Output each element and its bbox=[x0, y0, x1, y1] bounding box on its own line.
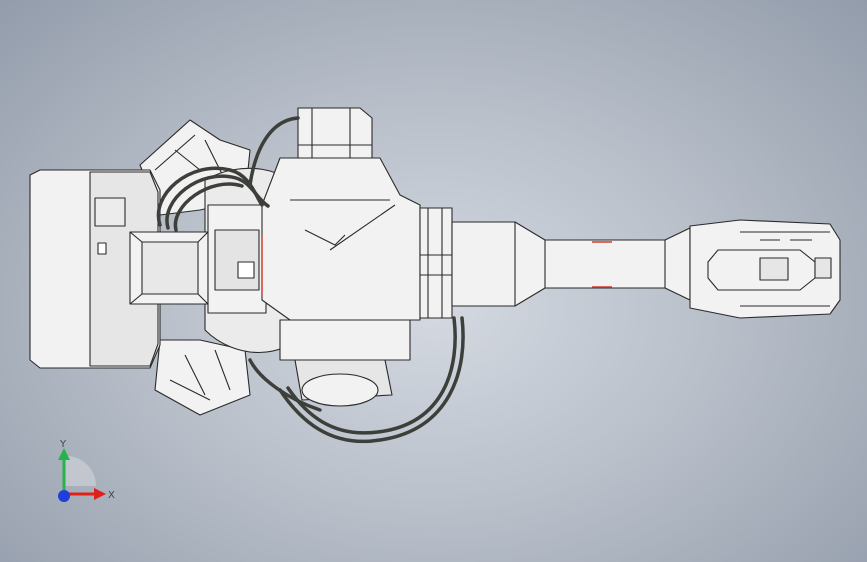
elbow-detail bbox=[420, 208, 452, 318]
y-axis-label: Y bbox=[59, 439, 67, 450]
lower-guard-detail bbox=[169, 349, 231, 401]
z-axis-dot bbox=[58, 490, 70, 502]
axis1-motor-face bbox=[141, 241, 199, 295]
triad-backdrop bbox=[64, 455, 97, 486]
forearm-tube bbox=[451, 221, 691, 307]
axis1-motor-detail bbox=[129, 231, 209, 305]
axis-triad: Y X bbox=[58, 439, 115, 502]
base-small-window bbox=[97, 242, 107, 255]
wrist-slot bbox=[759, 257, 789, 281]
axis2-window bbox=[237, 261, 255, 279]
cable-upper-2 bbox=[165, 174, 270, 230]
top-motor bbox=[297, 107, 373, 159]
wrist-detail bbox=[707, 249, 816, 291]
forearm-tube-seam bbox=[514, 222, 666, 306]
elbow-housing bbox=[419, 207, 453, 319]
cable-long-loop bbox=[278, 316, 465, 444]
cable-lower-1 bbox=[248, 358, 322, 412]
cable-top-loop bbox=[248, 116, 300, 187]
y-arrowhead bbox=[58, 448, 70, 460]
cable-upper-3 bbox=[173, 182, 244, 232]
lower-flange-disk bbox=[301, 373, 379, 407]
cable-long-loop-2 bbox=[286, 316, 457, 435]
x-axis-label: X bbox=[108, 490, 115, 501]
lower-block bbox=[279, 319, 411, 361]
base-label-plate bbox=[94, 197, 126, 227]
top-motor-detail bbox=[298, 108, 372, 158]
axis2-gearbox-inner bbox=[214, 229, 260, 291]
wrist-lines bbox=[740, 231, 830, 307]
x-arrowhead bbox=[94, 488, 106, 500]
wrist-connector bbox=[814, 257, 832, 279]
lower-guard bbox=[154, 339, 251, 416]
shoulder-detail bbox=[290, 199, 396, 251]
